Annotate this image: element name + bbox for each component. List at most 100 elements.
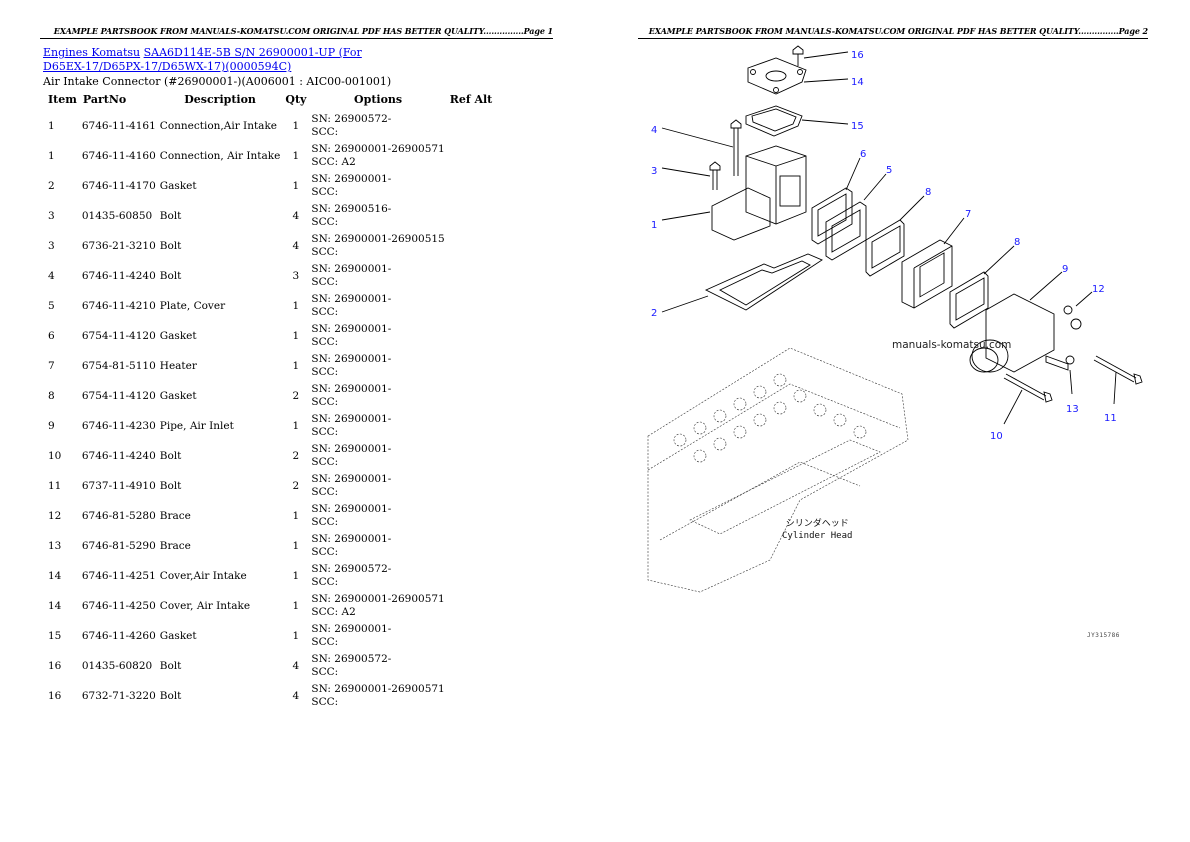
ref-alt-cell bbox=[447, 321, 513, 351]
qty-cell: 4 bbox=[292, 660, 300, 672]
serial-range: SN: 26900572- bbox=[311, 113, 392, 125]
cylinder-head-label-en: Cylinder Head bbox=[782, 531, 853, 541]
col-qty: Qty bbox=[285, 92, 307, 106]
col-options: Options bbox=[354, 92, 403, 106]
partno-cell: 6746-11-4260 bbox=[81, 630, 156, 642]
scc-code: SCC: bbox=[311, 486, 339, 498]
ref-alt-cell bbox=[447, 141, 513, 171]
connection-air-intake-1-icon bbox=[661, 145, 807, 241]
options-cell: SN: 26900001-SCC: bbox=[309, 411, 446, 441]
gasket-15-icon bbox=[745, 105, 803, 137]
partno-cell: 6737-11-4910 bbox=[81, 480, 156, 492]
scc-code: SCC: bbox=[311, 576, 339, 588]
callout-label: 12 bbox=[1092, 284, 1105, 295]
description-cell: Bolt bbox=[159, 660, 182, 672]
gasket-6-icon bbox=[811, 157, 861, 245]
callout-label: 4 bbox=[651, 125, 658, 136]
serial-range: SN: 26900001- bbox=[311, 263, 392, 275]
options-cell: SN: 26900001-SCC: bbox=[309, 621, 446, 651]
serial-range: SN: 26900001- bbox=[311, 293, 392, 305]
qty-cell: 2 bbox=[292, 450, 300, 462]
pipe-air-inlet-9-icon bbox=[969, 271, 1063, 373]
ref-alt-cell bbox=[447, 381, 513, 411]
item-cell: 14 bbox=[48, 600, 62, 612]
partno-cell: 6754-11-4120 bbox=[81, 330, 156, 342]
callout-label: 7 bbox=[965, 209, 972, 220]
scc-code: SCC: bbox=[311, 336, 339, 348]
qty-cell: 1 bbox=[292, 330, 300, 342]
col-item: Item bbox=[48, 92, 77, 106]
serial-range: SN: 26900516- bbox=[311, 203, 392, 215]
partno-cell: 01435-60850 bbox=[81, 210, 153, 222]
scc-code: SCC: bbox=[311, 396, 339, 408]
brace-12-icon bbox=[1063, 291, 1093, 330]
breadcrumb: Engines Komatsu SAA6D114E-5B S/N 2690000… bbox=[43, 46, 373, 74]
qty-cell: 2 bbox=[292, 480, 300, 492]
scc-code: SCC: bbox=[311, 516, 339, 528]
breadcrumb-link-engines[interactable]: Engines Komatsu bbox=[43, 46, 141, 59]
ref-alt-cell bbox=[447, 471, 513, 501]
scc-code: SCC: bbox=[311, 246, 339, 258]
serial-range: SN: 26900572- bbox=[311, 653, 392, 665]
partno-cell: 6746-11-4251 bbox=[81, 570, 156, 582]
serial-range: SN: 26900001- bbox=[311, 443, 392, 455]
item-cell: 15 bbox=[48, 630, 62, 642]
partno-cell: 6732-71-3220 bbox=[81, 690, 156, 702]
description-cell: Gasket bbox=[159, 390, 197, 402]
scc-code: SCC: bbox=[311, 126, 339, 138]
description-cell: Gasket bbox=[159, 180, 197, 192]
serial-range: SN: 26900001-26900571 bbox=[311, 593, 445, 605]
ref-alt-cell bbox=[447, 531, 513, 561]
gasket-2-icon bbox=[661, 253, 823, 313]
description-cell: Bolt bbox=[159, 450, 182, 462]
breadcrumb-link-model[interactable]: SAA6D114E-5B S/N 26900001-UP (For D65EX-… bbox=[43, 46, 362, 73]
qty-cell: 1 bbox=[292, 360, 300, 372]
options-cell: SN: 26900001-SCC: bbox=[309, 381, 446, 411]
item-cell: 9 bbox=[48, 420, 55, 432]
qty-cell: 2 bbox=[292, 390, 300, 402]
qty-cell: 1 bbox=[292, 600, 300, 612]
serial-range: SN: 26900001-26900571 bbox=[311, 143, 445, 155]
item-cell: 2 bbox=[48, 180, 55, 192]
serial-range: SN: 26900001- bbox=[311, 533, 392, 545]
serial-range: SN: 26900001- bbox=[311, 413, 392, 425]
scc-code: SCC: bbox=[311, 456, 339, 468]
partno-cell: 6746-81-5290 bbox=[81, 540, 156, 552]
ref-alt-cell bbox=[447, 231, 513, 261]
qty-cell: 4 bbox=[292, 690, 300, 702]
callout-label: 11 bbox=[1104, 413, 1117, 424]
callout-label: 6 bbox=[860, 149, 867, 160]
options-cell: SN: 26900001-SCC: bbox=[309, 441, 446, 471]
ref-alt-cell bbox=[447, 261, 513, 291]
ref-alt-cell bbox=[447, 111, 513, 141]
plate-cover-5-icon bbox=[825, 173, 887, 261]
partno-cell: 6746-11-4160 bbox=[81, 150, 156, 162]
description-cell: Plate, Cover bbox=[159, 300, 226, 312]
callout-label: 1 bbox=[651, 220, 658, 231]
col-ref-alt: Ref Alt bbox=[449, 92, 493, 106]
page2-header: EXAMPLE PARTSBOOK FROM MANUALS-KOMATSU.C… bbox=[638, 26, 1148, 39]
partno-cell: 6746-81-5280 bbox=[81, 510, 156, 522]
options-cell: SN: 26900001-SCC: bbox=[309, 291, 446, 321]
ref-alt-cell bbox=[447, 351, 513, 381]
qty-cell: 1 bbox=[292, 570, 300, 582]
table-header-row: Item PartNo Description Qty Options Ref … bbox=[43, 89, 513, 111]
scc-code: SCC: bbox=[311, 216, 339, 228]
item-cell: 7 bbox=[48, 360, 55, 372]
description-cell: Pipe, Air Inlet bbox=[159, 420, 234, 432]
callout-label: 13 bbox=[1066, 404, 1079, 415]
col-partno: PartNo bbox=[82, 92, 127, 106]
callout-label: 15 bbox=[851, 121, 864, 132]
description-cell: Bolt bbox=[159, 270, 182, 282]
parts-table: Item PartNo Description Qty Options Ref … bbox=[43, 89, 513, 711]
